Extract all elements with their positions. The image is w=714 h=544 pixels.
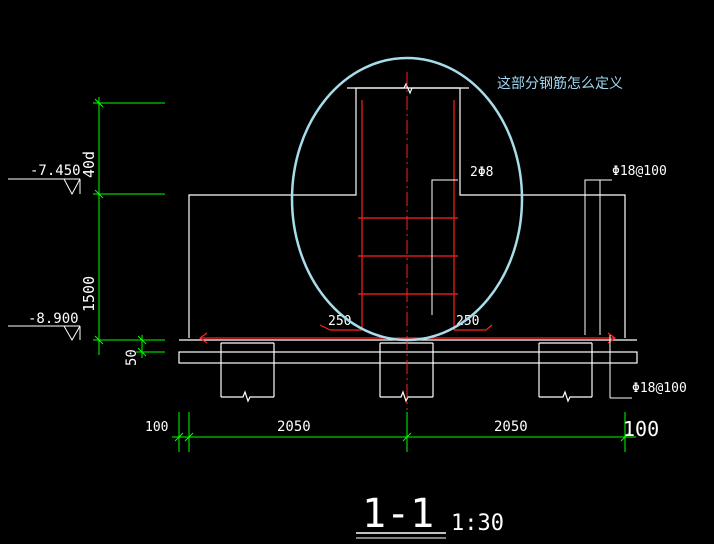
piles [220, 342, 593, 403]
section-scale: 1:30 [451, 511, 504, 536]
foundation-outline [178, 82, 638, 364]
section-title: 1-1 1:30 [356, 491, 504, 539]
cover-right-label: 250 [456, 314, 479, 329]
dim-right-edge-label: 100 [623, 417, 659, 441]
rebar-leaders [431, 179, 632, 399]
column-rebar [319, 100, 493, 331]
dim-left-span-label: 2050 [277, 419, 311, 435]
column-break-line [347, 82, 469, 95]
dim-left-edge-label: 100 [145, 420, 168, 435]
vertical-dimension-lines [93, 97, 165, 358]
dim-40d-label: 40d [80, 151, 98, 178]
question-annotation: 这部分钢筋怎么定义 [497, 75, 623, 92]
cushion-layer [178, 351, 638, 364]
elevation-bottom-label: -8.900 [28, 311, 79, 327]
dim-right-span-label: 2050 [494, 419, 528, 435]
section-name: 1-1 [362, 491, 434, 537]
horizontal-dimension-lines [172, 412, 636, 452]
dim-50-label: 50 [124, 349, 140, 366]
bottom-mesh-label: Φ18@100 [632, 381, 687, 396]
dim-1500-label: 1500 [80, 276, 98, 312]
pile-left [220, 342, 275, 403]
top-mesh-label: Φ18@100 [612, 164, 667, 179]
elevation-marker-bottom [8, 325, 81, 342]
column-bars-label: 2Φ8 [470, 165, 493, 180]
pile-right [538, 342, 593, 403]
highlight-ellipse [290, 56, 524, 342]
elevation-marker-top [8, 178, 81, 196]
elevation-top-label: -7.450 [30, 163, 81, 179]
